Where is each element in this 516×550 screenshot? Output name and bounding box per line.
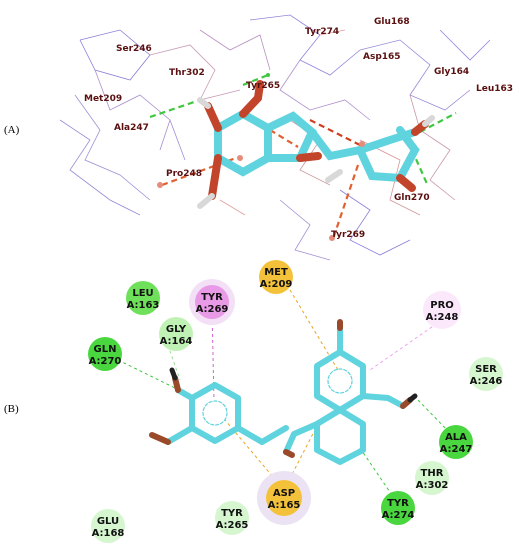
residue-asp165: ASP A:165	[257, 471, 311, 525]
panel-b-label: (B)	[4, 403, 19, 415]
label-gly164: Gly164	[434, 67, 469, 77]
tyr274-chain: A:274	[382, 510, 415, 521]
residue-thr302: THR A:302	[415, 461, 449, 495]
ser246-chain: A:246	[470, 376, 503, 387]
residue-leu163: LEU A:163	[126, 281, 160, 315]
residue-met209: MET A:209	[259, 260, 293, 294]
residue-ala247: ALA A:247	[439, 425, 473, 459]
pro248-chain: A:248	[426, 312, 459, 323]
label-leu163: Leu163	[476, 84, 513, 94]
label-pro248: Pro248	[166, 169, 202, 179]
panel-a-label: (A)	[4, 124, 20, 136]
leu163-chain: A:163	[127, 300, 160, 311]
glu168-name: GLU	[97, 516, 119, 527]
label-glu168: Glu168	[374, 17, 410, 27]
label-thr302: Thr302	[169, 68, 205, 78]
pro248-name: PRO	[430, 300, 454, 311]
gly164-chain: A:164	[160, 336, 193, 347]
pi-tyr265	[269, 129, 299, 148]
ala247-name: ALA	[445, 432, 467, 443]
tyr274-name: TYR	[387, 498, 409, 509]
asp165-chain: A:165	[268, 500, 301, 511]
label-tyr269: Tyr269	[331, 230, 365, 240]
residue-tyr265: TYR A:265	[215, 501, 249, 535]
label-gln270: Gln270	[394, 193, 430, 203]
ligand-3d	[157, 73, 435, 241]
glu168-chain: A:168	[92, 528, 125, 539]
label-tyr274: Tyr274	[305, 27, 339, 37]
label-asp165: Asp165	[363, 52, 401, 62]
panel-a: (A)	[4, 14, 513, 261]
thr302-name: THR	[421, 468, 444, 479]
panel-b: (B)	[4, 260, 503, 543]
tyr265-name: TYR	[221, 508, 243, 519]
label-ala247: Ala247	[114, 123, 149, 133]
residue-glu168: GLU A:168	[91, 509, 125, 543]
hbond-ala247	[149, 98, 201, 119]
residue-ser246: SER A:246	[469, 357, 503, 391]
residue-gly164: GLY A:164	[159, 317, 193, 351]
gln270-name: GLN	[94, 344, 117, 355]
label-tyr265: Tyr265	[246, 81, 280, 91]
tyr265-chain: A:265	[216, 520, 249, 531]
residue-tyr269: TYR A:269	[189, 279, 235, 325]
met209-chain: A:209	[260, 279, 293, 290]
met209-name: MET	[264, 267, 288, 278]
tyr269-name: TYR	[201, 292, 223, 303]
asp165-name: ASP	[273, 488, 295, 499]
gln270-chain: A:270	[89, 356, 122, 367]
label-ser246: Ser246	[116, 44, 152, 54]
hbond-leu163	[419, 112, 457, 133]
leu163-name: LEU	[132, 288, 153, 299]
pi-tyr269	[332, 164, 360, 237]
residue-tyr274: TYR A:274	[381, 491, 415, 525]
gly164-name: GLY	[166, 324, 187, 335]
residue-pro248: PRO A:248	[423, 291, 461, 329]
ligand-2d	[149, 319, 418, 465]
hbond-tyr265	[242, 73, 269, 87]
panel-a-residue-labels: Tyr274 Glu168 Ser246 Thr302 Asp165 Gly16…	[84, 17, 513, 240]
thr302-chain: A:302	[416, 480, 449, 491]
hbond-gln270	[410, 149, 430, 187]
label-met209: Met209	[84, 94, 122, 104]
residue-gln270: GLN A:270	[88, 337, 122, 371]
tyr269-chain: A:269	[196, 304, 229, 315]
ser246-name: SER	[475, 364, 497, 375]
protein-wireframe	[59, 14, 491, 261]
ala247-chain: A:247	[440, 444, 473, 455]
